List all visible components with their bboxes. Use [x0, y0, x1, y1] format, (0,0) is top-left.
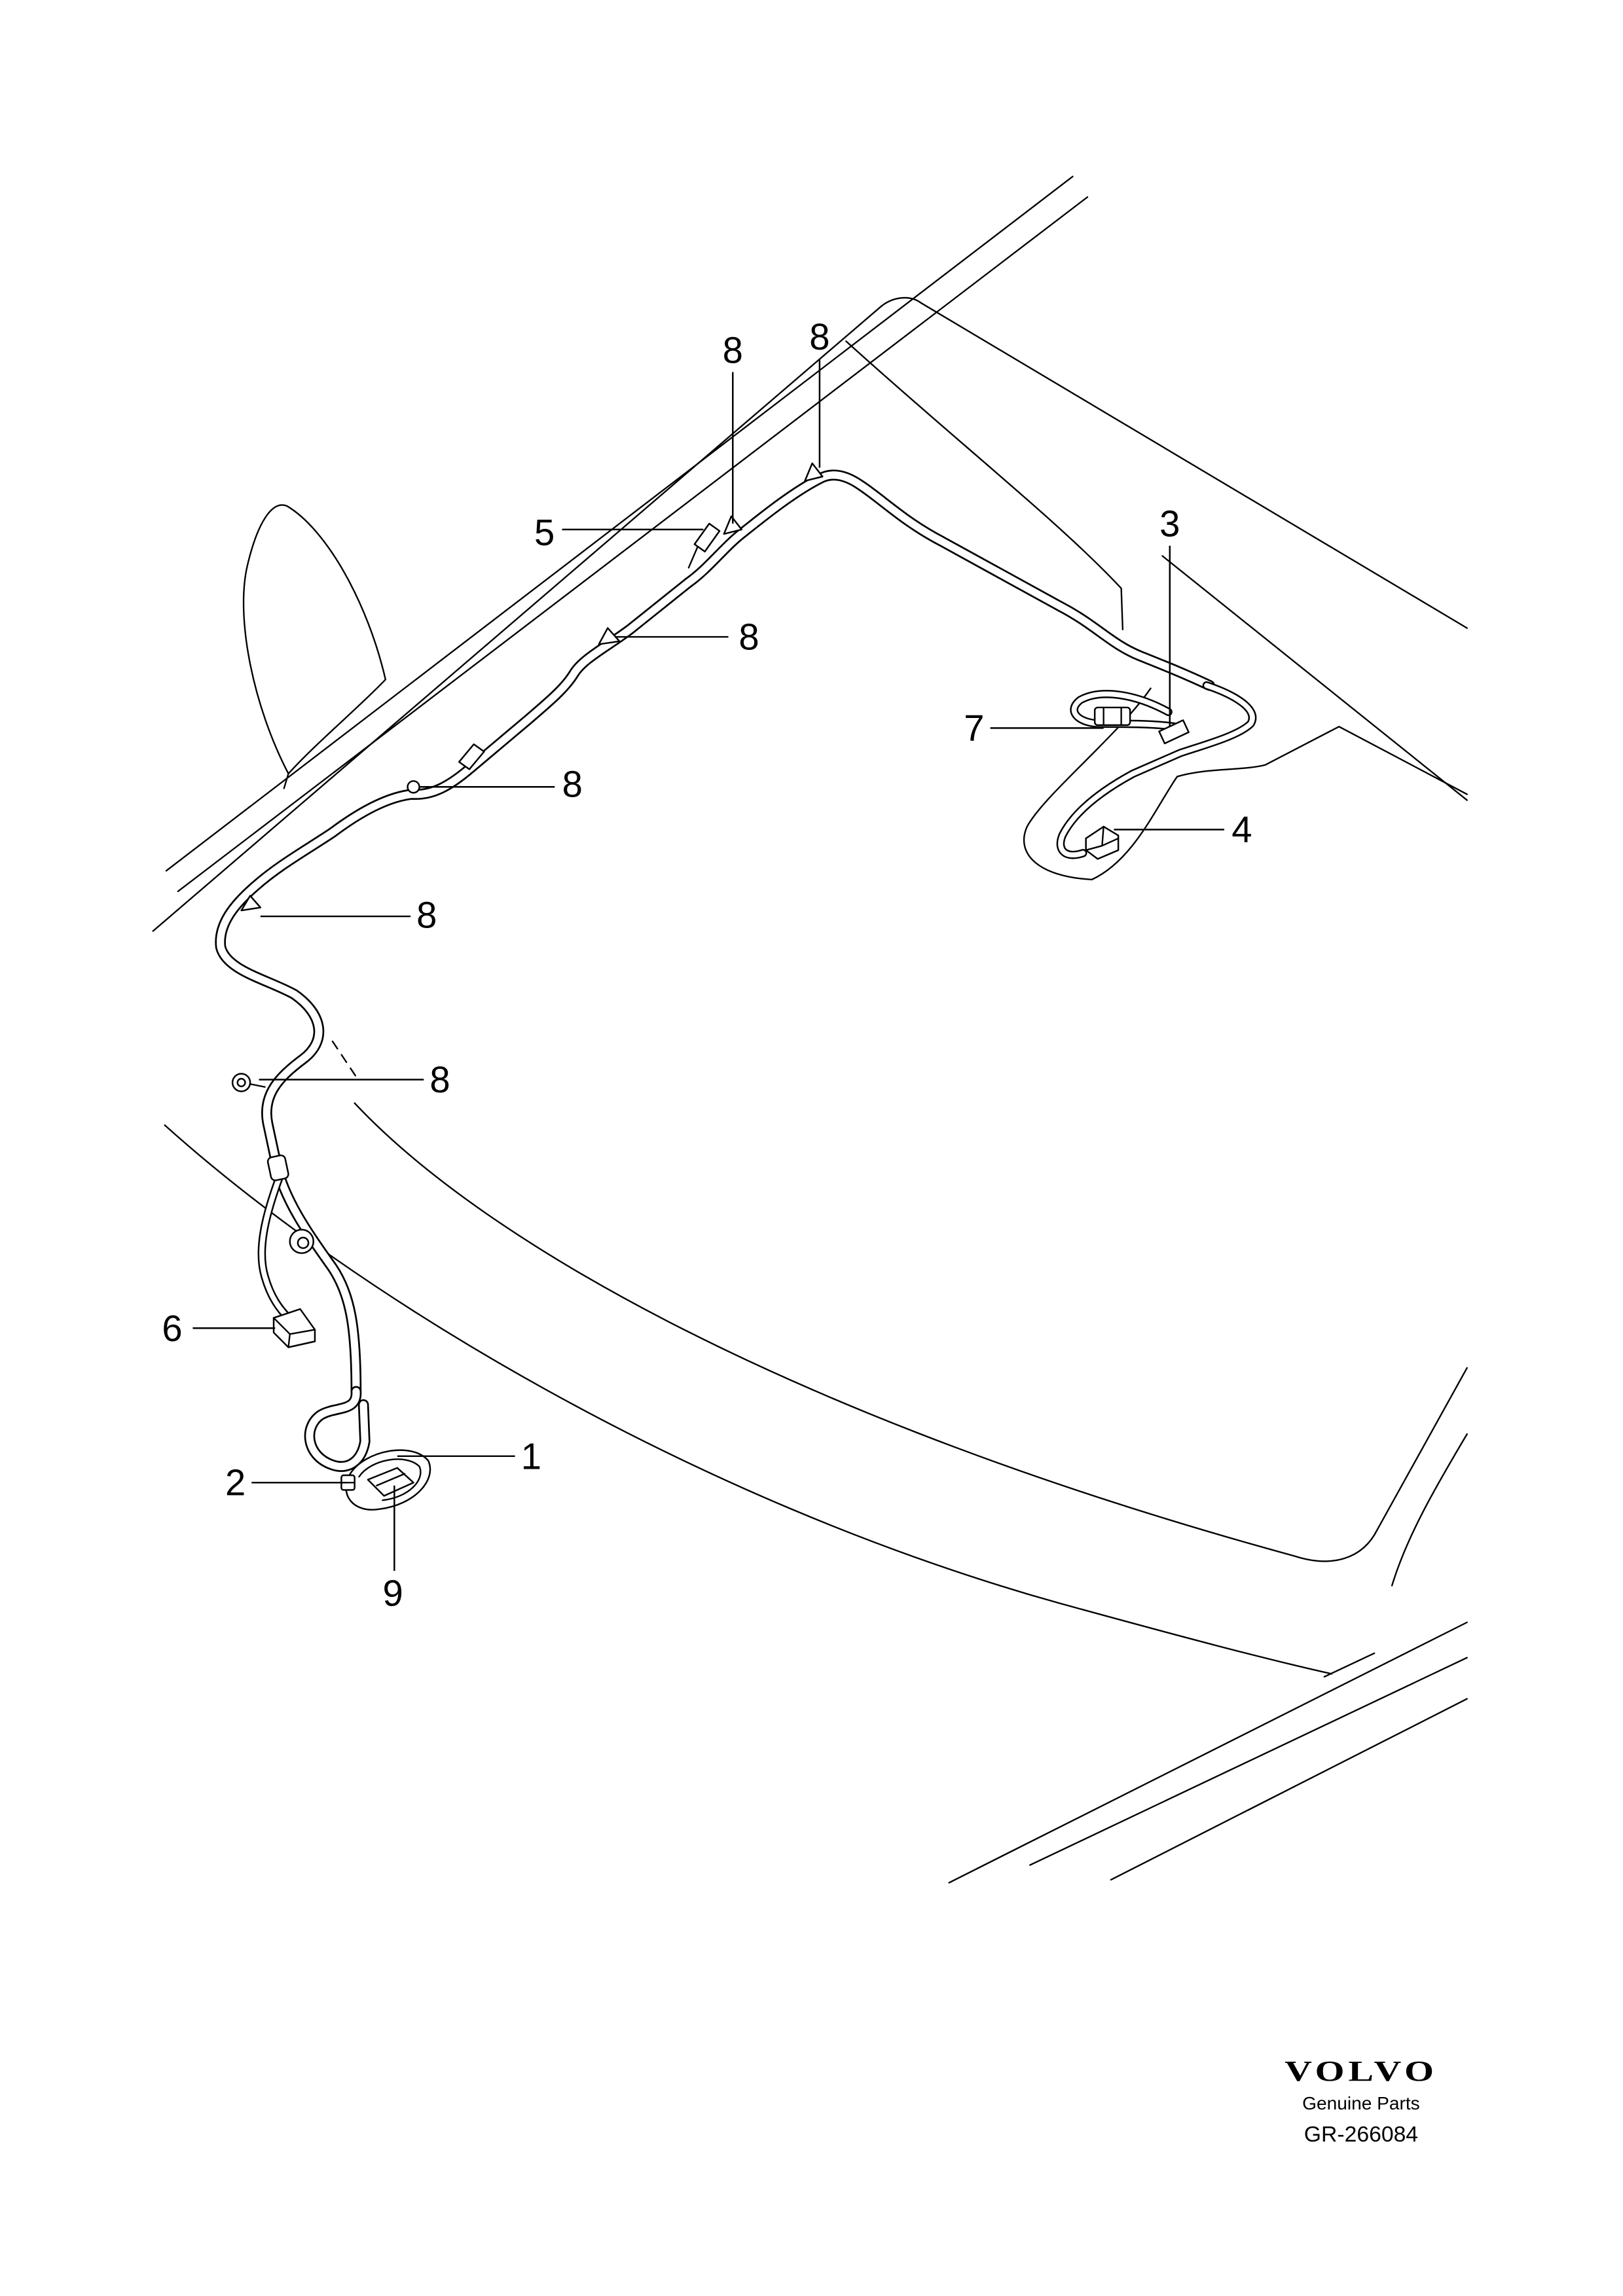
harness-parts — [231, 462, 1190, 1511]
callout-label: 4 — [1231, 809, 1252, 850]
dashboard-lower-edge — [164, 1124, 1333, 1675]
callout-label: 5 — [534, 512, 555, 553]
callout-label: 3 — [1159, 503, 1180, 545]
dashboard-top-edge — [354, 1102, 1468, 1562]
sill-line-1 — [948, 1621, 1468, 1884]
connector-6 — [272, 1308, 316, 1348]
windshield-inner-edge — [845, 340, 1124, 631]
leader-lines — [192, 359, 1224, 1571]
callout-label: 8 — [723, 329, 743, 370]
hidden-edge-dashed — [331, 1040, 357, 1078]
rear-view-mirror — [242, 504, 387, 775]
callout-label: 8 — [416, 894, 437, 935]
harness-main-outline — [221, 475, 1210, 1391]
bracket-5 — [693, 522, 721, 552]
right-side-edge — [1391, 1433, 1468, 1587]
callout-label: 2 — [225, 1462, 246, 1503]
callout-label: 8 — [809, 316, 830, 357]
connector-3 — [1158, 719, 1190, 745]
grommet-center — [297, 1236, 310, 1249]
windshield-lower-edge — [1161, 555, 1468, 801]
wiring-harness — [221, 475, 1252, 1467]
clip-8-e — [240, 895, 262, 912]
console-outline — [1023, 687, 1468, 881]
clip-8-f-stem — [249, 1083, 266, 1088]
brand-logo: VOLVO — [1285, 2054, 1438, 2087]
callout-labels: 8 8 5 3 8 7 8 4 8 8 6 1 2 9 — [162, 316, 1252, 1613]
connector-9-detail — [376, 1473, 406, 1486]
callout-label: 8 — [429, 1059, 450, 1100]
roof-edge-outer-line — [165, 175, 1074, 872]
brand-tagline: Genuine Parts — [1302, 2093, 1420, 2113]
footer: VOLVO Genuine Parts GR-266084 — [1285, 2054, 1438, 2147]
callout-label: 7 — [964, 708, 984, 749]
harness-bracket — [458, 743, 485, 770]
callout-label: 9 — [382, 1572, 403, 1613]
bracket-5-stem — [687, 546, 699, 569]
callout-label: 8 — [562, 763, 583, 804]
harness-loop-core — [310, 1391, 365, 1467]
callout-label: 1 — [521, 1435, 541, 1477]
callout-label: 6 — [162, 1308, 182, 1349]
clip-8-a — [723, 515, 742, 535]
clip-8-c — [598, 627, 621, 645]
connector-6-detail — [272, 1317, 316, 1348]
connector-7-detail — [1103, 706, 1122, 726]
clip-8-b — [804, 462, 824, 482]
mirror-stem — [283, 772, 289, 789]
roof-edge-inner-line — [177, 196, 1089, 893]
harness-sleeve — [266, 1154, 289, 1181]
diagram-code: GR-266084 — [1304, 2122, 1418, 2147]
callout-label: 8 — [739, 617, 759, 658]
sill-short-line — [1323, 1652, 1376, 1678]
clip-8-f-center — [236, 1077, 246, 1088]
clip-8-d — [407, 780, 420, 794]
lamp-housing-1-rim — [358, 1458, 422, 1501]
windshield-frame-line — [152, 296, 1468, 932]
sill-line-3 — [1110, 1698, 1468, 1881]
sill-line-2 — [1029, 1657, 1468, 1866]
connector-4-detail — [1085, 825, 1120, 852]
connector-7 — [1093, 706, 1131, 726]
vehicle-body-outline — [152, 175, 1468, 1884]
